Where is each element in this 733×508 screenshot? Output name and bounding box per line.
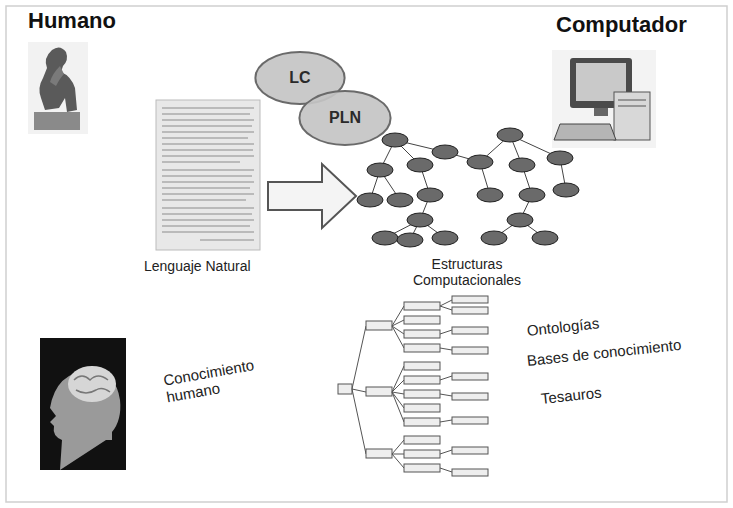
caption-label: Estructuras Computacionales	[402, 256, 532, 288]
graph-structures	[370, 135, 566, 240]
thinker-statue	[28, 42, 88, 134]
newspaper-image	[156, 100, 260, 250]
heading-label: Humano	[28, 8, 116, 34]
brain-head-image	[40, 338, 126, 470]
node-label: PLN	[329, 109, 361, 127]
resource-label: Tesauros	[540, 384, 602, 407]
node-label: LC	[289, 69, 310, 87]
resource-label: Ontologías	[526, 314, 600, 338]
computer-image	[552, 50, 656, 148]
frame	[6, 6, 727, 502]
ontology-tree	[338, 296, 488, 476]
node-text-wrap: PLN	[298, 90, 392, 146]
graph-vertices	[357, 128, 579, 247]
ellipse-node: PLN	[298, 90, 392, 146]
concept-label: Conocimiento humano	[162, 351, 286, 405]
block-arrow	[268, 164, 356, 228]
heading-label: Computador	[556, 12, 687, 38]
resource-label: Bases de conocimiento	[526, 336, 682, 369]
caption-label: Lenguaje Natural	[144, 258, 251, 274]
